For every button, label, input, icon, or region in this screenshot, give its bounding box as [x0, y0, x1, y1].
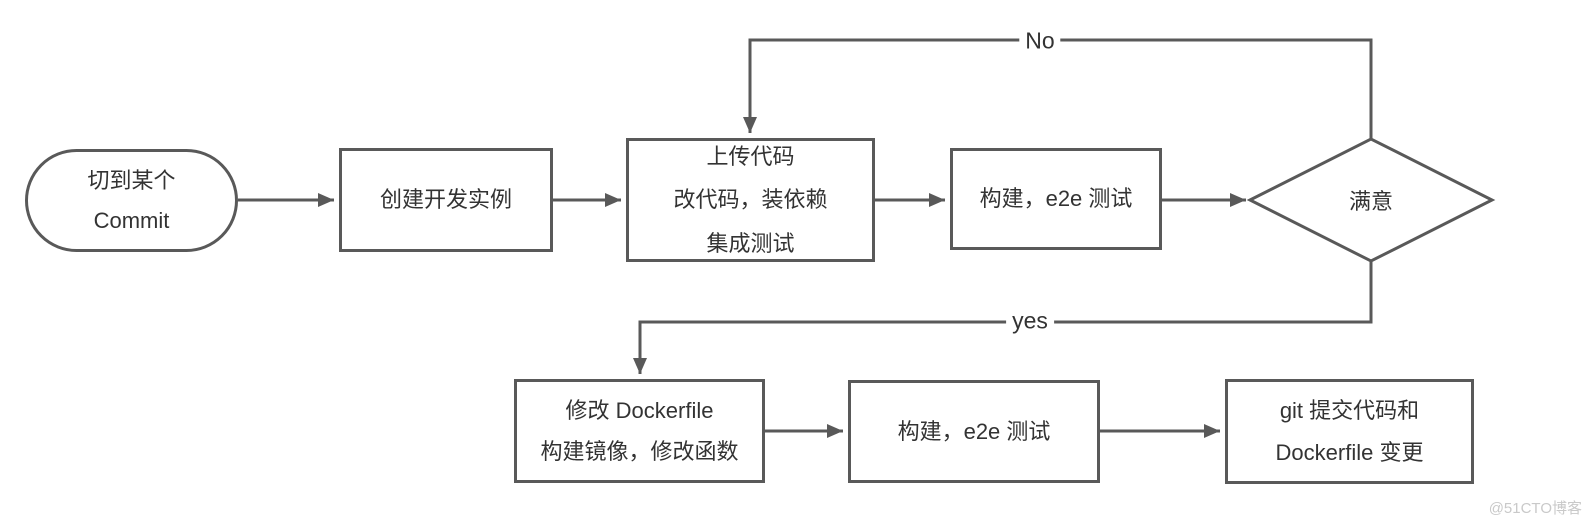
build-e2e-test-node-bottom: 构建，e2e 测试	[848, 380, 1100, 483]
upload-code-line2: 改代码，装依赖	[673, 187, 828, 213]
start-node: 切到某个 Commit	[25, 149, 238, 252]
git-commit-node: git 提交代码和 Dockerfile 变更	[1225, 379, 1474, 484]
create-instance-label: 创建开发实例	[379, 187, 512, 213]
start-node-line1: 切到某个	[87, 168, 176, 193]
modify-dockerfile-line1: 修改 Dockerfile	[565, 397, 714, 423]
modify-dockerfile-line2: 构建镜像，修改函数	[540, 439, 739, 464]
start-node-line2: Commit	[93, 207, 170, 233]
git-commit-line1: git 提交代码和	[1279, 398, 1420, 423]
decision-diamond-shape	[1246, 137, 1496, 263]
decision-label: 满意	[1348, 189, 1393, 214]
upload-code-line3: 集成测试	[706, 230, 795, 256]
edge-decision-yes-arrow	[633, 261, 1373, 374]
build-e2e-test-top-label: 构建，e2e 测试	[979, 186, 1133, 212]
decision-node-label-container: 满意	[1250, 139, 1492, 261]
edge-decision-no-loop-arrow	[743, 38, 1373, 139]
watermark-text: @51CTO博客	[1488, 500, 1582, 517]
modify-dockerfile-node: 修改 Dockerfile 构建镜像，修改函数	[514, 379, 765, 483]
build-e2e-test-bottom-label: 构建，e2e 测试	[897, 418, 1051, 444]
upload-code-line1: 上传代码	[706, 143, 795, 169]
create-instance-node: 创建开发实例	[339, 148, 553, 252]
edge-label-no: No	[1019, 28, 1061, 54]
build-e2e-test-node-top: 构建，e2e 测试	[950, 148, 1162, 250]
upload-code-node: 上传代码 改代码，装依赖 集成测试	[626, 138, 875, 262]
git-commit-line2: Dockerfile 变更	[1275, 439, 1424, 465]
edge-label-yes: yes	[1006, 308, 1054, 334]
